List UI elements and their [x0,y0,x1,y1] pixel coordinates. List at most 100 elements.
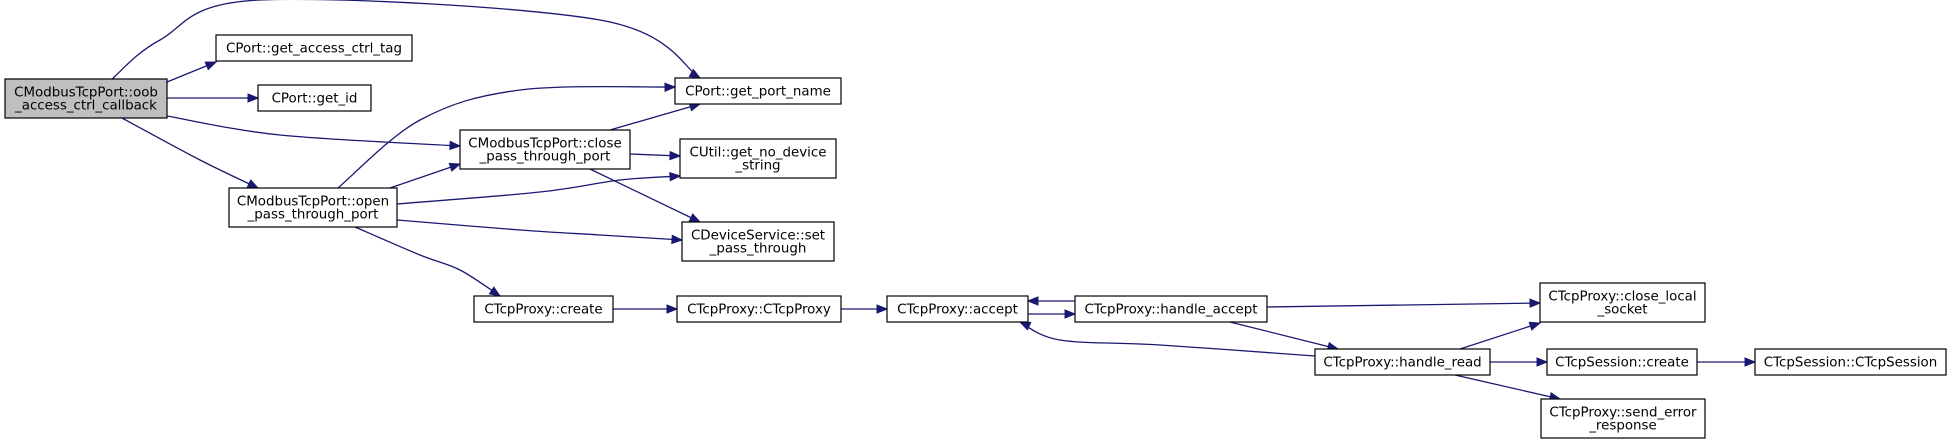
node-oob[interactable]: CModbusTcpPort::oob_access_ctrl_callback [4,78,168,119]
node-label-line: _pass_through_port [479,150,611,165]
node-box [679,138,837,179]
node-proxy_create[interactable]: CTcpProxy::create [473,295,614,323]
arrowhead-icon [247,93,260,103]
node-label-line: CTcpSession::CTcpSession [1764,356,1937,371]
node-label-line: CPort::get_id [272,92,358,107]
edge-handle_read-to-send_error [1454,374,1562,402]
edge-open_pass-to-set_pass [396,219,684,245]
node-label-line: CTcpProxy::close_local [1548,290,1696,305]
node-box [1074,295,1268,323]
node-box [674,77,842,105]
node-label-line: CTcpProxy::CTcpProxy [687,303,831,318]
arrowhead-icon [669,150,682,161]
node-box [1314,348,1491,376]
node-get_id[interactable]: CPort::get_id [257,84,372,112]
edge-close_pass-to-get_port_name [609,102,702,131]
arrowhead-icon [1536,357,1549,367]
node-close_pass[interactable]: CModbusTcpPort::close_pass_through_port [459,129,631,170]
arrowhead-icon [671,234,684,245]
edge-oob-to-get_id [167,93,260,103]
node-session_ctor[interactable]: CTcpSession::CTcpSession [1754,348,1947,376]
node-box [257,84,372,112]
edge-handle_read-to-close_local [1459,321,1542,350]
node-box [681,221,835,262]
node-handle_accept[interactable]: CTcpProxy::handle_accept [1074,295,1268,323]
arrowhead-icon [1744,357,1757,367]
node-label-line: CTcpSession::create [1555,356,1689,371]
node-label-line: CUtil::get_no_device [690,146,827,161]
edge-open_pass-to-proxy_create [354,226,502,297]
edge-open_pass-to-get_port_name [337,82,677,189]
node-get_no_device[interactable]: CUtil::get_no_device_string [679,138,837,179]
arrowhead-icon [1064,309,1077,319]
arrowhead-icon [669,171,682,182]
arrowhead-icon [666,304,679,314]
node-get_access_ctrl_tag[interactable]: CPort::get_access_ctrl_tag [215,34,413,62]
edge-proxy_create-to-proxy_ctor [613,304,679,314]
edge-handle_accept-to-handle_read [1229,321,1340,352]
node-label-line: CModbusTcpPort::open [237,195,389,210]
edge-oob-to-get_port_name [111,0,702,80]
node-accept[interactable]: CTcpProxy::accept [886,295,1029,323]
node-open_pass[interactable]: CModbusTcpPort::open_pass_through_port [228,187,398,228]
edge-handle_read-to-session_create [1490,357,1549,367]
edge-session_create-to-session_ctor [1697,357,1757,367]
node-box [215,34,413,62]
arrowhead-icon [246,179,260,189]
node-label-line: CModbusTcpPort::oob [14,86,158,101]
node-box [886,295,1029,323]
edge-layer [111,0,1757,402]
node-layer: CModbusTcpPort::oob_access_ctrl_callback… [4,34,1947,439]
node-label-line: _pass_through_port [247,208,379,223]
node-label-line: CModbusTcpPort::close [468,137,621,152]
node-label-line: CPort::get_access_ctrl_tag [226,42,402,57]
edge-handle_read-to-accept [1018,321,1316,357]
edge-oob-to-close_pass [166,115,462,151]
edge-oob-to-open_pass [121,117,260,189]
arrowhead-icon [1018,321,1032,331]
node-box [4,78,168,119]
node-box [676,295,842,323]
node-close_local[interactable]: CTcpProxy::close_local_socket [1539,282,1706,323]
node-label-line: _access_ctrl_callback [14,99,157,114]
node-label-line: _string [734,159,780,174]
node-box [228,187,398,228]
node-send_error[interactable]: CTcpProxy::send_error_response [1540,398,1706,439]
arrowhead-icon [664,82,677,92]
node-proxy_ctor[interactable]: CTcpProxy::CTcpProxy [676,295,842,323]
node-handle_read[interactable]: CTcpProxy::handle_read [1314,348,1491,376]
node-session_create[interactable]: CTcpSession::create [1546,348,1698,376]
arrowhead-icon [488,286,502,297]
node-box [1546,348,1698,376]
edge-proxy_ctor-to-accept [841,304,889,314]
node-label-line: _response [1588,419,1657,434]
arrowhead-icon [1528,321,1542,331]
node-label-line: CTcpProxy::handle_accept [1084,303,1257,318]
node-box [1539,282,1706,323]
node-label-line: CTcpProxy::handle_read [1323,356,1481,371]
arrowhead-icon [1529,298,1542,308]
arrowhead-icon [688,213,702,223]
node-label-line: CTcpProxy::accept [897,303,1018,318]
node-label-line: _socket [1597,303,1648,318]
node-box [473,295,614,323]
node-box [1754,348,1947,376]
arrowhead-icon [876,304,889,314]
node-box [1540,398,1706,439]
edge-oob-to-get_access_ctrl_tag [166,61,218,83]
node-label-line: CDeviceService::set [691,229,825,244]
node-label-line: CTcpProxy::send_error [1549,406,1697,421]
edge-open_pass-to-close_pass [389,162,462,189]
arrowhead-icon [688,68,702,79]
arrowhead-icon [448,162,462,172]
arrowhead-icon [449,140,462,151]
edge-accept-to-handle_accept [1028,309,1077,319]
node-label-line: CPort::get_port_name [685,85,831,100]
edge-handle_accept-to-close_local [1266,298,1542,308]
node-label-line: CTcpProxy::create [484,303,602,318]
node-set_pass[interactable]: CDeviceService::set_pass_through [681,221,835,262]
arrowhead-icon [204,61,218,71]
edge-handle_accept-to-accept [1026,296,1075,306]
node-get_port_name[interactable]: CPort::get_port_name [674,77,842,105]
